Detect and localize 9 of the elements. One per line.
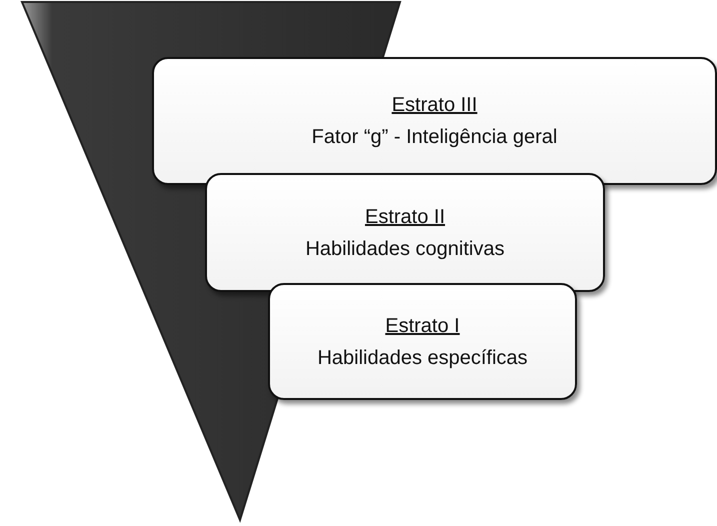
level-title: Estrato II bbox=[364, 204, 446, 230]
level-box bbox=[152, 57, 717, 185]
level-title: Estrato I bbox=[385, 314, 460, 338]
level-description: Fator “g” - Inteligência geral bbox=[312, 125, 558, 150]
level-description: Habilidades específicas bbox=[317, 346, 528, 370]
level-description: Habilidades cognitivas bbox=[305, 236, 504, 262]
level-box bbox=[205, 173, 605, 292]
level-title: Estrato III bbox=[392, 93, 478, 118]
level-box bbox=[268, 283, 577, 400]
